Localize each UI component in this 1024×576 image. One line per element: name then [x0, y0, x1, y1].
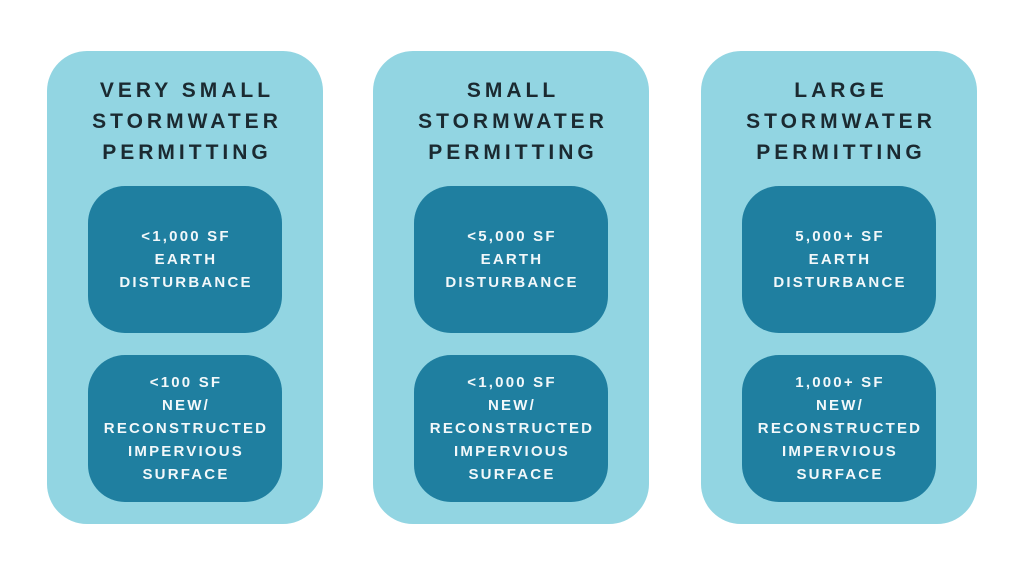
- earth-disturbance-text: <1,000 SF EARTH DISTURBANCE: [119, 228, 253, 291]
- earth-disturbance-box: 5,000+ SF EARTH DISTURBANCE: [742, 186, 936, 333]
- earth-disturbance-text: 5,000+ SF EARTH DISTURBANCE: [773, 228, 907, 291]
- impervious-surface-text: 1,000+ SF NEW/ RECONSTRUCTED IMPERVIOUS …: [757, 374, 923, 483]
- card-small-stormwater-permitting: SMALL STORMWATER PERMITTING <5,000 SF EA…: [373, 51, 649, 524]
- impervious-surface-box: <100 SF NEW/ RECONSTRUCTED IMPERVIOUS SU…: [88, 355, 282, 502]
- card-title: LARGE STORMWATER PERMITTING: [746, 79, 936, 164]
- impervious-surface-text: <1,000 SF NEW/ RECONSTRUCTED IMPERVIOUS …: [429, 374, 595, 483]
- card-title: VERY SMALL STORMWATER PERMITTING: [92, 79, 282, 164]
- card-large-stormwater-permitting: LARGE STORMWATER PERMITTING 5,000+ SF EA…: [701, 51, 977, 524]
- card-very-small-stormwater-permitting: VERY SMALL STORMWATER PERMITTING <1,000 …: [47, 51, 323, 524]
- earth-disturbance-box: <5,000 SF EARTH DISTURBANCE: [414, 186, 608, 333]
- earth-disturbance-box: <1,000 SF EARTH DISTURBANCE: [88, 186, 282, 333]
- impervious-surface-text: <100 SF NEW/ RECONSTRUCTED IMPERVIOUS SU…: [103, 374, 269, 483]
- card-title: SMALL STORMWATER PERMITTING: [418, 79, 608, 164]
- impervious-surface-box: <1,000 SF NEW/ RECONSTRUCTED IMPERVIOUS …: [414, 355, 608, 502]
- impervious-surface-box: 1,000+ SF NEW/ RECONSTRUCTED IMPERVIOUS …: [742, 355, 936, 502]
- earth-disturbance-text: <5,000 SF EARTH DISTURBANCE: [445, 228, 579, 291]
